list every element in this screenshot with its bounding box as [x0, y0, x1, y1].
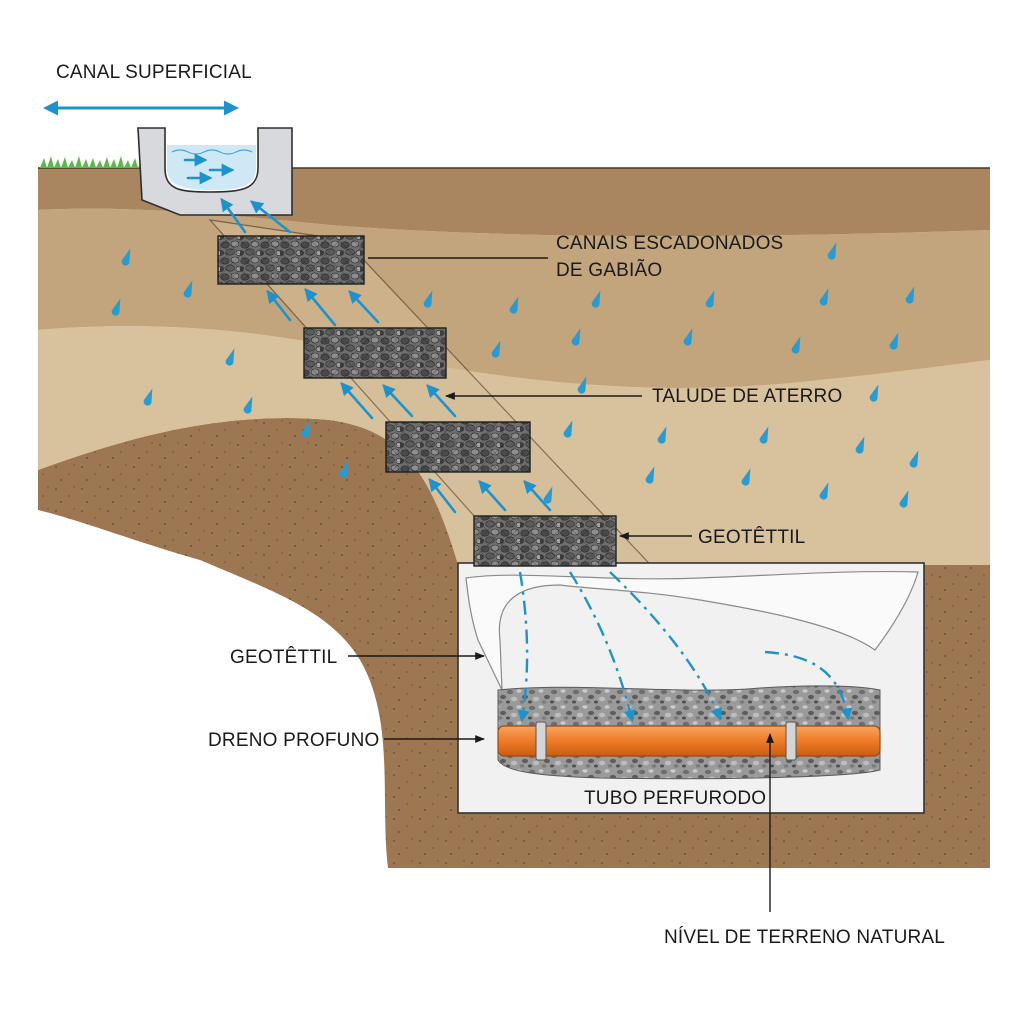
label-dreno: DRENO PROFUNO	[208, 730, 380, 751]
topsoil-layer	[38, 168, 990, 237]
label-nivel: NÍVEL DE TERRENO NATURAL	[664, 927, 945, 948]
label-canal-superficial: CANAL SUPERFICIAL	[56, 62, 252, 83]
label-geotextil-right: GEOTÊTTIL	[698, 526, 805, 548]
label-canais-line1: CANAIS ESCADONADOS	[556, 233, 783, 254]
label-tubo: TUBO PERFURODO	[584, 788, 766, 809]
pipe-coupling-2	[785, 721, 797, 761]
rain-drops	[111, 242, 919, 508]
gabion-1	[217, 235, 365, 285]
label-geotextil-left: GEOTÊTTIL	[230, 646, 337, 668]
label-talude: TALUDE DE ATERRO	[652, 386, 842, 407]
gabion-3	[385, 421, 531, 473]
canal-water	[167, 145, 256, 190]
perforated-pipe	[497, 725, 881, 757]
seepage-arrows	[220, 197, 552, 514]
grass	[40, 156, 145, 168]
pipe-coupling-1	[535, 721, 547, 761]
gabion-2	[303, 327, 447, 379]
trench-flow-arrows	[517, 571, 853, 723]
canal-concrete	[137, 127, 293, 216]
geotextile-wrap	[465, 570, 919, 691]
label-canais-line2: DE GABIÃO	[556, 259, 662, 281]
gabion-4	[473, 515, 617, 567]
